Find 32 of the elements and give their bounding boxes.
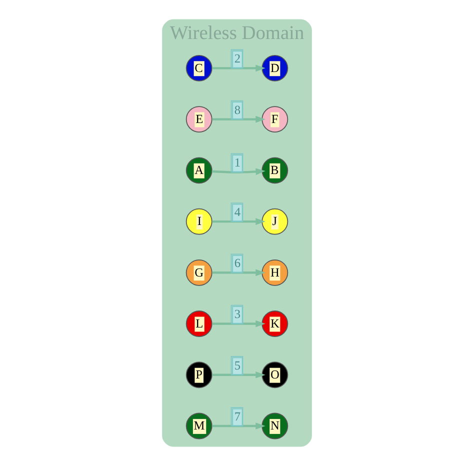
node-circle: C	[186, 54, 212, 82]
node-circle: K	[262, 310, 288, 337]
arrow	[212, 116, 266, 123]
edge-label: 1	[234, 156, 241, 170]
edge-label: 4	[234, 204, 241, 219]
edge-label: 6	[234, 256, 241, 270]
node-circle: D	[262, 54, 288, 82]
node-circle: F	[262, 106, 288, 133]
node-circle: B	[262, 157, 288, 184]
node-circle: L	[186, 310, 212, 337]
node-circle: P	[186, 362, 212, 388]
edge-label: 3	[234, 307, 241, 322]
arrow	[212, 64, 266, 72]
node-circle: E	[186, 106, 212, 133]
node-circle: H	[262, 259, 288, 286]
node-circle: M	[186, 412, 212, 440]
arrow	[212, 422, 266, 430]
node-circle: I	[186, 208, 212, 235]
node-circle: N	[262, 412, 288, 440]
arrow	[212, 371, 266, 378]
node-circle: G	[186, 259, 212, 286]
node-circle: A	[186, 157, 212, 184]
node-circle: J	[262, 208, 288, 235]
arrow	[212, 269, 266, 276]
edge-label: 8	[234, 102, 241, 117]
edge-label: 7	[234, 409, 241, 424]
edge-label: 2	[234, 52, 241, 66]
arrow	[212, 218, 266, 225]
node-circle: O	[262, 362, 288, 388]
edge-label: 5	[234, 358, 241, 372]
arrow	[212, 168, 266, 176]
arrow	[212, 320, 266, 328]
